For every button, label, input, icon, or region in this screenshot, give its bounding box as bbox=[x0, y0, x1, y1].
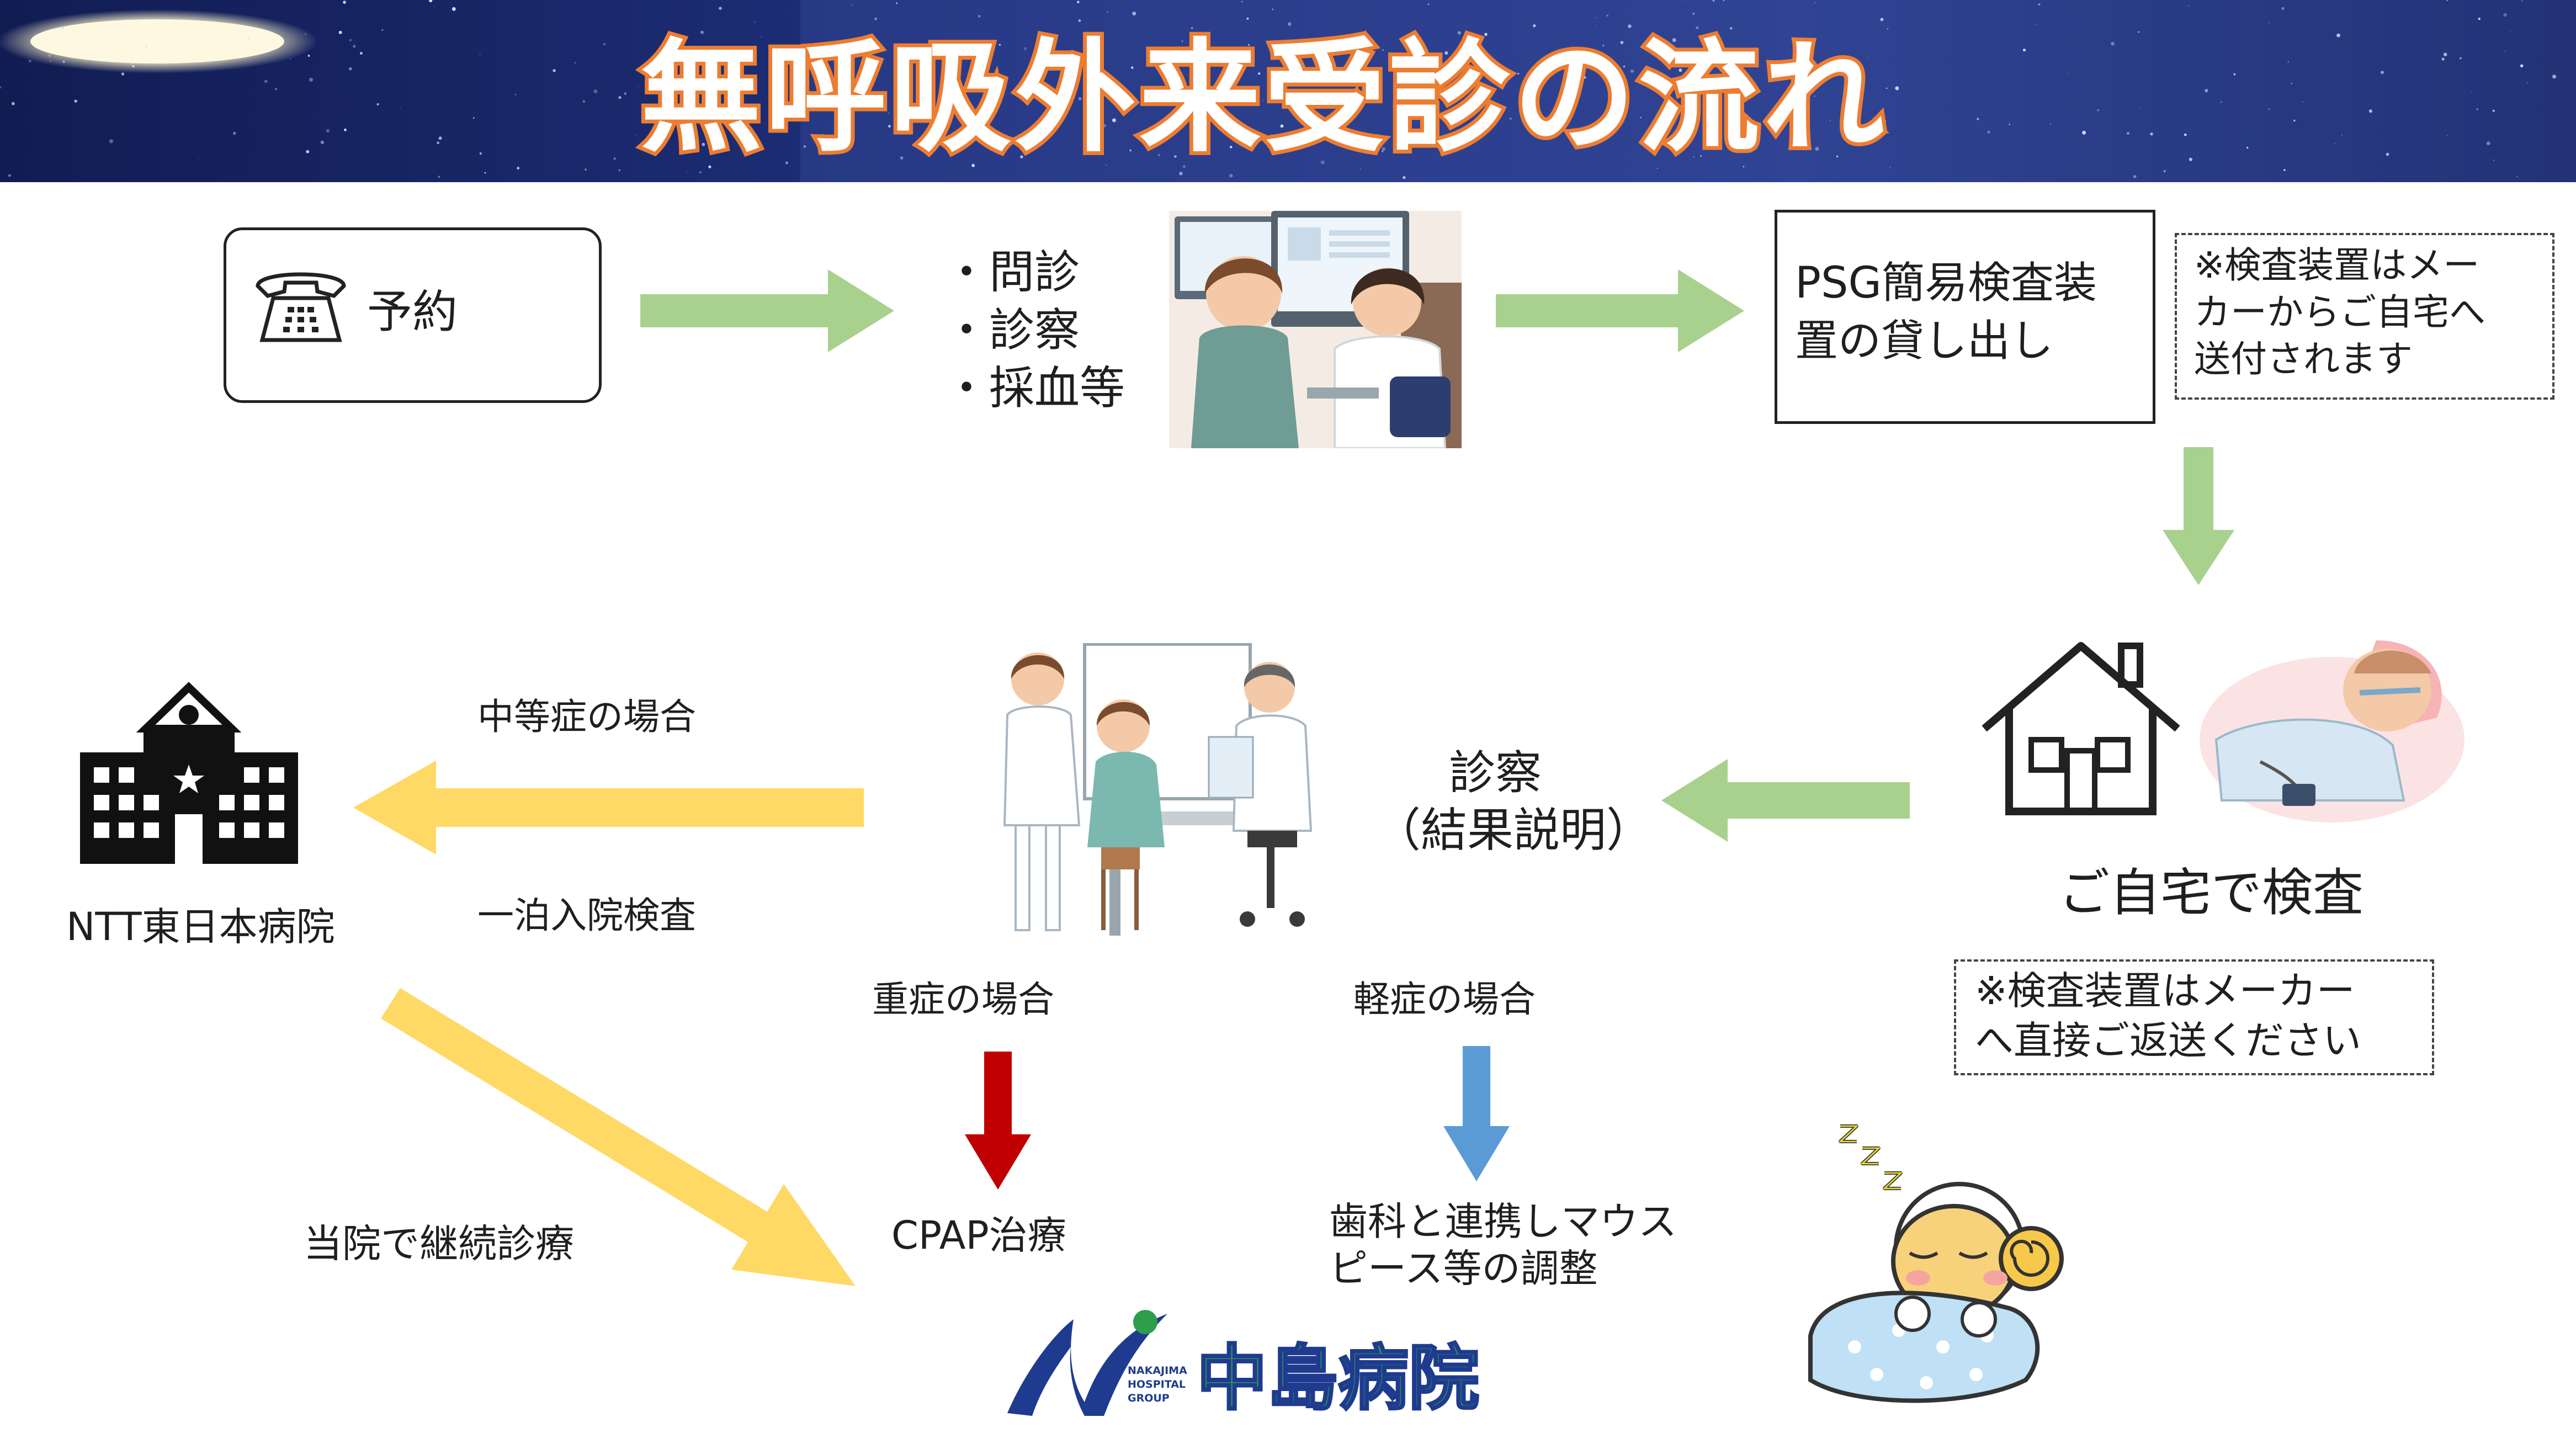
reservation-label: 予約 bbox=[367, 286, 458, 338]
result-explanation-illustration bbox=[988, 643, 1330, 941]
zzz-icon bbox=[1838, 1121, 1910, 1198]
arrow-consult-to-psg bbox=[1496, 269, 1744, 352]
continue-label: 当院で継続診療 bbox=[304, 1221, 574, 1266]
psg-note-line-3: 送付されます bbox=[2194, 338, 2413, 380]
hospital-building-icon bbox=[80, 682, 298, 864]
hospital-logo-mark bbox=[1002, 1303, 1184, 1419]
doctor-consultation-illustration bbox=[1169, 211, 1462, 448]
moderate-top-label: 中等症の場合 bbox=[477, 696, 696, 738]
result-line-1: 診察 bbox=[1449, 746, 1542, 800]
psg-note-box bbox=[2175, 233, 2554, 400]
home-note-line-1: ※検査装置はメーカー bbox=[1975, 968, 2355, 1013]
result-line-2: （結果説明） bbox=[1374, 803, 1653, 857]
home-test-label: ご自宅で検査 bbox=[2059, 863, 2364, 922]
psg-note-line-2: カーからご自宅へ bbox=[2194, 291, 2485, 333]
header-banner bbox=[0, 0, 2576, 182]
severe-label: 重症の場合 bbox=[872, 978, 1054, 1021]
consult-item-2: ・診察 bbox=[944, 304, 1080, 357]
telephone-icon bbox=[251, 264, 350, 347]
psg-line-1: PSG簡易検査装 bbox=[1795, 258, 2097, 308]
arrow-mild-to-dental bbox=[1443, 1046, 1510, 1181]
cpap-label: CPAP治療 bbox=[891, 1213, 1066, 1258]
psg-note-line-1: ※検査装置はメー bbox=[2194, 244, 2480, 286]
arrow-psg-to-home bbox=[2163, 447, 2234, 585]
dental-line-2: ピース等の調整 bbox=[1329, 1246, 1598, 1291]
home-note-line-2: へ直接ご返送ください bbox=[1975, 1018, 2361, 1063]
ntt-label: NTT東日本病院 bbox=[66, 904, 335, 949]
home-note-box bbox=[1954, 959, 2434, 1075]
page-title: 無呼吸外来受診の流れ bbox=[636, 23, 1888, 172]
arrow-severe-to-cpap bbox=[965, 1052, 1031, 1190]
arrow-ntt-to-cpap bbox=[381, 988, 867, 1297]
consult-item-1: ・問診 bbox=[944, 246, 1080, 299]
reservation-box bbox=[224, 227, 602, 403]
arrow-home-to-result bbox=[1661, 759, 1910, 842]
moderate-bottom-label: 一泊入院検査 bbox=[477, 894, 696, 937]
logo-small-1: NAKAJIMA bbox=[1128, 1365, 1187, 1377]
arrow-result-to-ntt bbox=[353, 761, 864, 854]
arrow-reservation-to-consult bbox=[640, 269, 894, 352]
logo-small-2: HOSPITAL bbox=[1128, 1378, 1186, 1390]
mild-label: 軽症の場合 bbox=[1353, 978, 1536, 1021]
psg-line-2: 置の貸し出し bbox=[1795, 316, 2054, 366]
sleeping-sheep-illustration bbox=[1788, 1170, 2097, 1408]
logo-small-3: GROUP bbox=[1128, 1392, 1170, 1404]
house-icon bbox=[1979, 635, 2183, 817]
logo-name: 中島病院 bbox=[1196, 1336, 1480, 1421]
dental-line-1: 歯科と連携しマウス bbox=[1329, 1199, 1677, 1244]
psg-box bbox=[1775, 210, 2155, 424]
sleeping-patient-illustration bbox=[2194, 618, 2470, 828]
consult-item-3: ・採血等 bbox=[944, 362, 1125, 415]
